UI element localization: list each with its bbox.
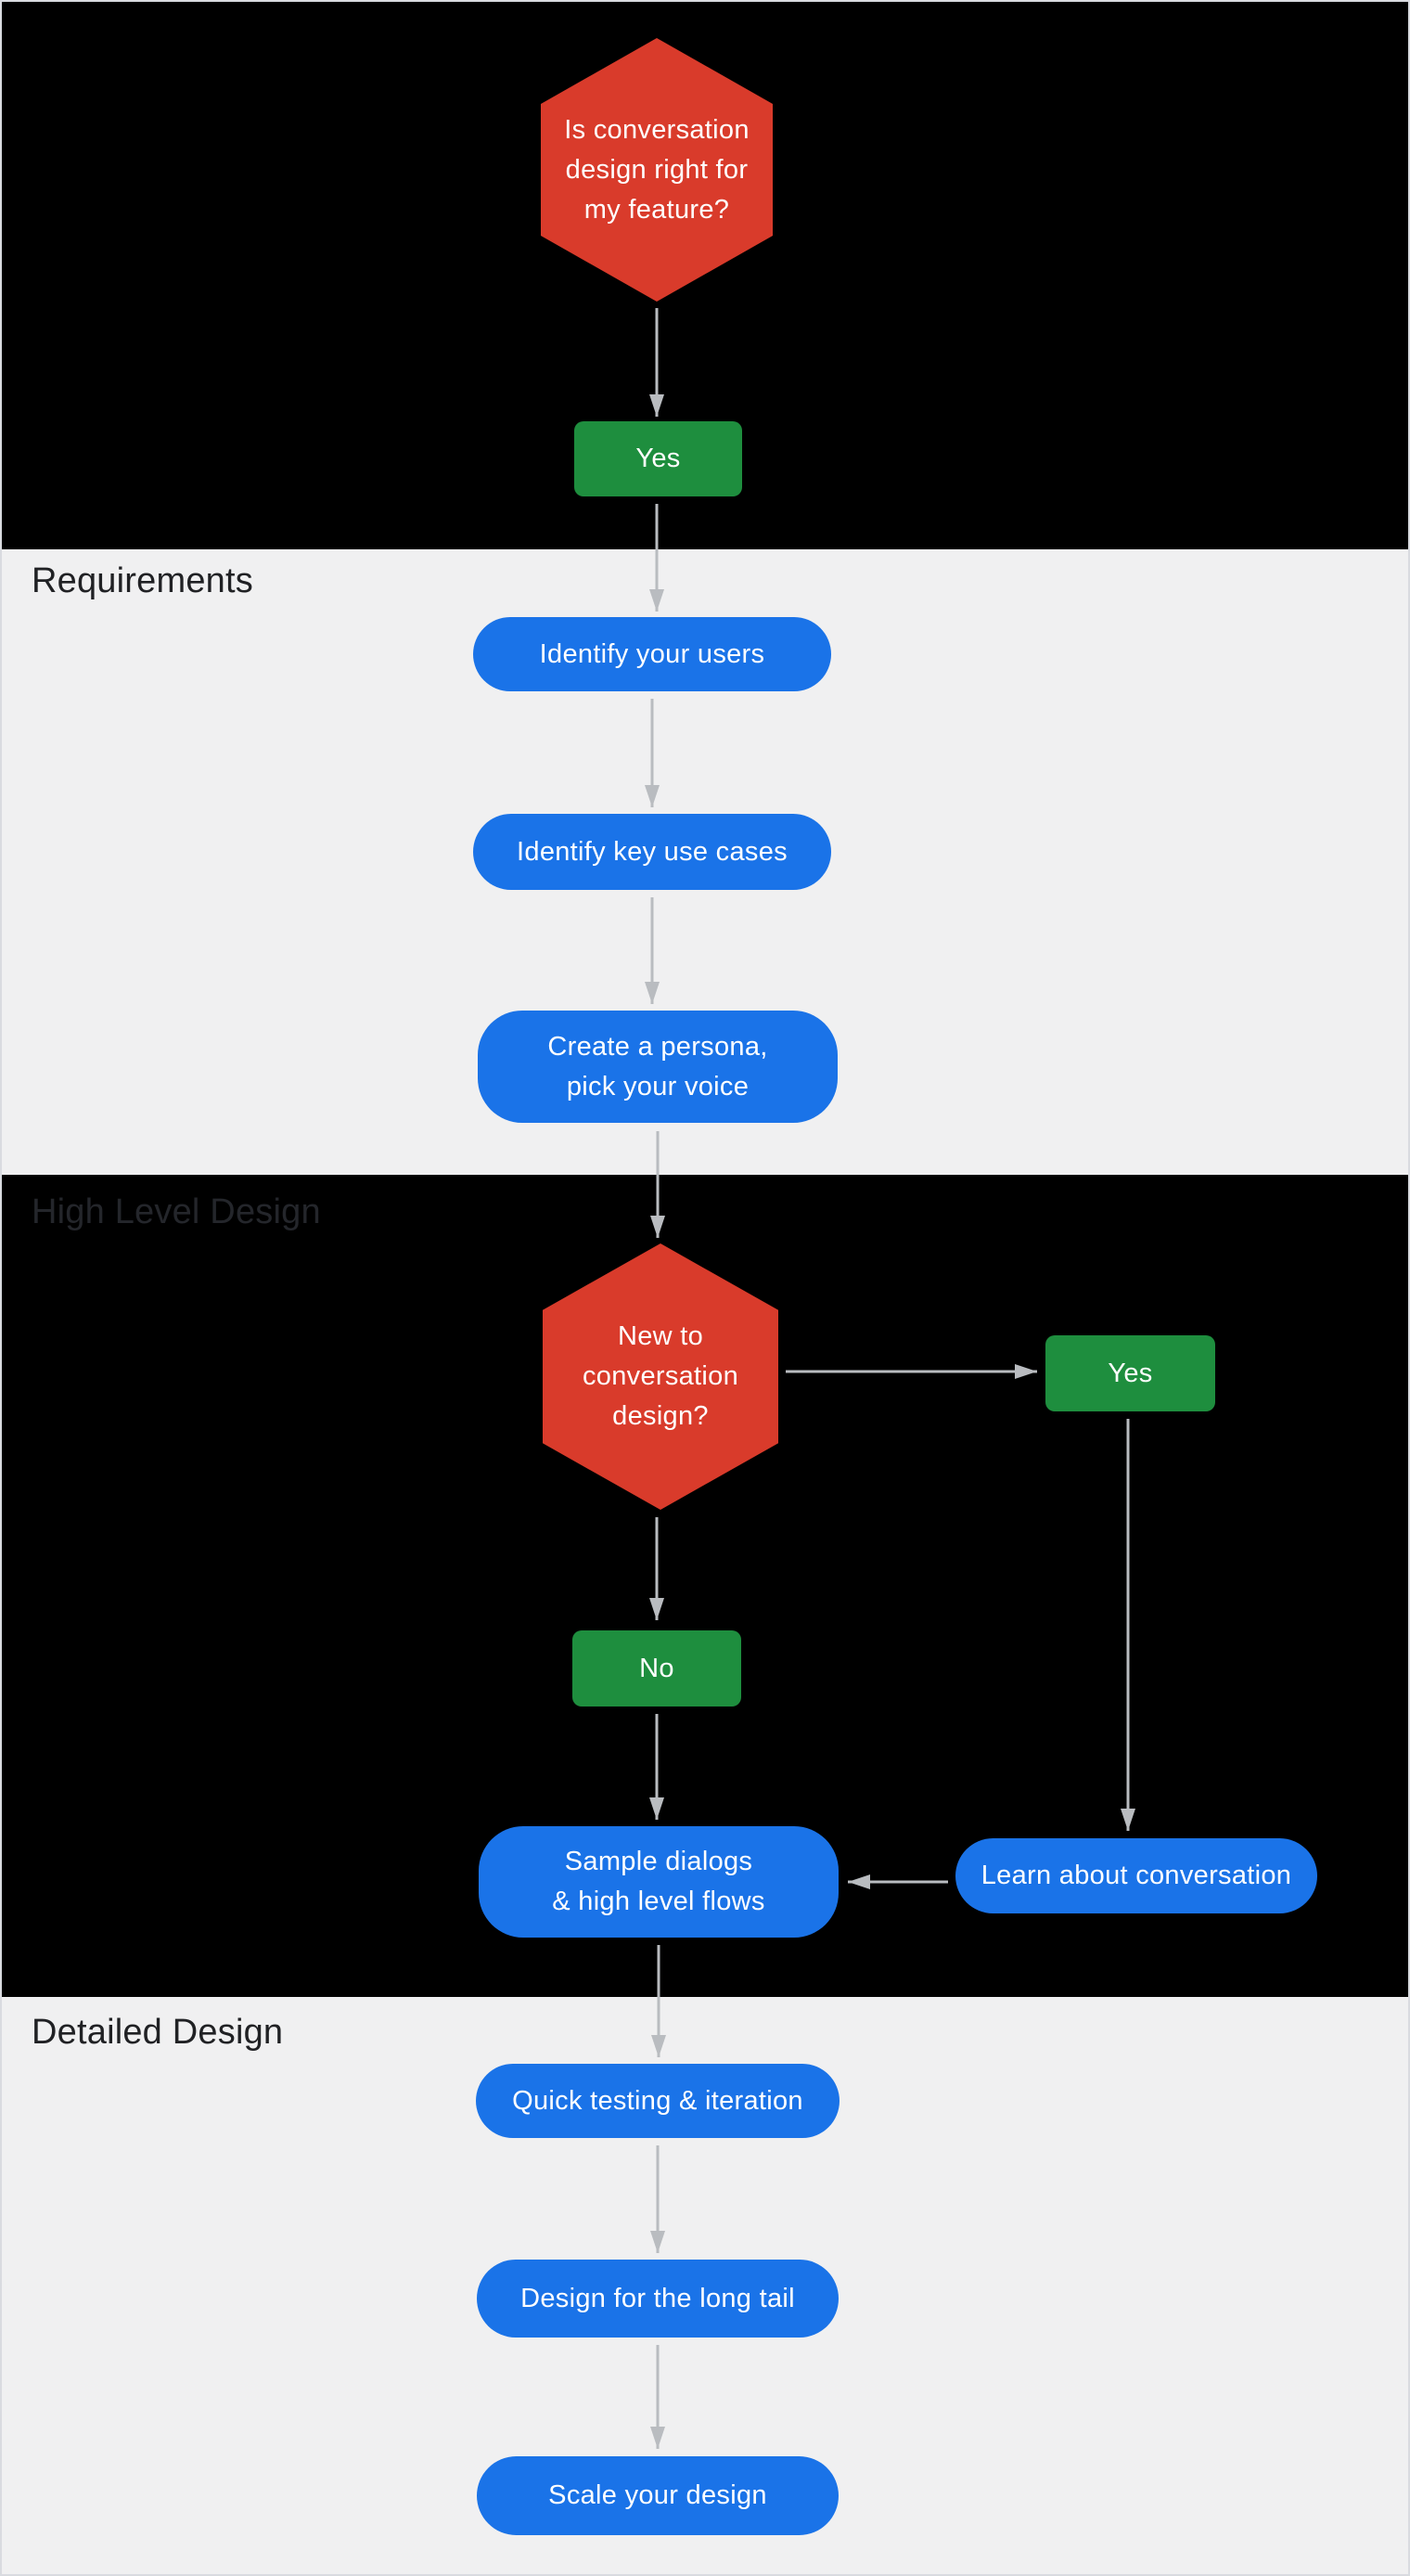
step-identify-your-users[interactable]: Identify your users: [473, 617, 831, 691]
section-label-detailed-design: Detailed Design: [32, 2013, 284, 2052]
decision-new-to-conversation-design: New to conversation design?: [543, 1243, 778, 1510]
step-quick-testing-iteration[interactable]: Quick testing & iteration: [476, 2064, 840, 2138]
section-label-high-level-design: High Level Design: [32, 1192, 321, 1231]
step-identify-key-use-cases[interactable]: Identify key use cases: [473, 814, 831, 890]
step-text-line: Sample dialogs: [564, 1847, 753, 1876]
decision-text-line: my feature?: [583, 194, 730, 225]
step-learn-about-conversation[interactable]: Learn about conversation: [955, 1838, 1317, 1913]
step-text-line: pick your voice: [566, 1071, 750, 1101]
step-text-line: Create a persona,: [547, 1031, 768, 1062]
decision-conversation-design-right: Is conversation design right for my feat…: [541, 38, 773, 302]
step-text-line: & high level flows: [552, 1887, 765, 1916]
answer-yes-1: Yes: [574, 421, 742, 496]
answer-no: No: [572, 1630, 741, 1707]
decision-text-line: design?: [612, 1401, 709, 1431]
step-design-for-long-tail[interactable]: Design for the long tail: [477, 2260, 839, 2338]
step-scale-your-design[interactable]: Scale your design: [477, 2456, 839, 2535]
decision-text-line: New to: [617, 1321, 704, 1351]
step-sample-dialogs-high-level-flows[interactable]: Sample dialogs & high level flows: [479, 1826, 839, 1938]
decision-text-line: design right for: [565, 154, 749, 185]
section-label-requirements: Requirements: [32, 561, 253, 600]
answer-yes-2: Yes: [1045, 1335, 1215, 1411]
step-create-persona-pick-voice[interactable]: Create a persona, pick your voice: [478, 1011, 838, 1123]
decision-text-line: conversation: [582, 1361, 739, 1391]
decision-text-line: Is conversation: [564, 114, 750, 145]
